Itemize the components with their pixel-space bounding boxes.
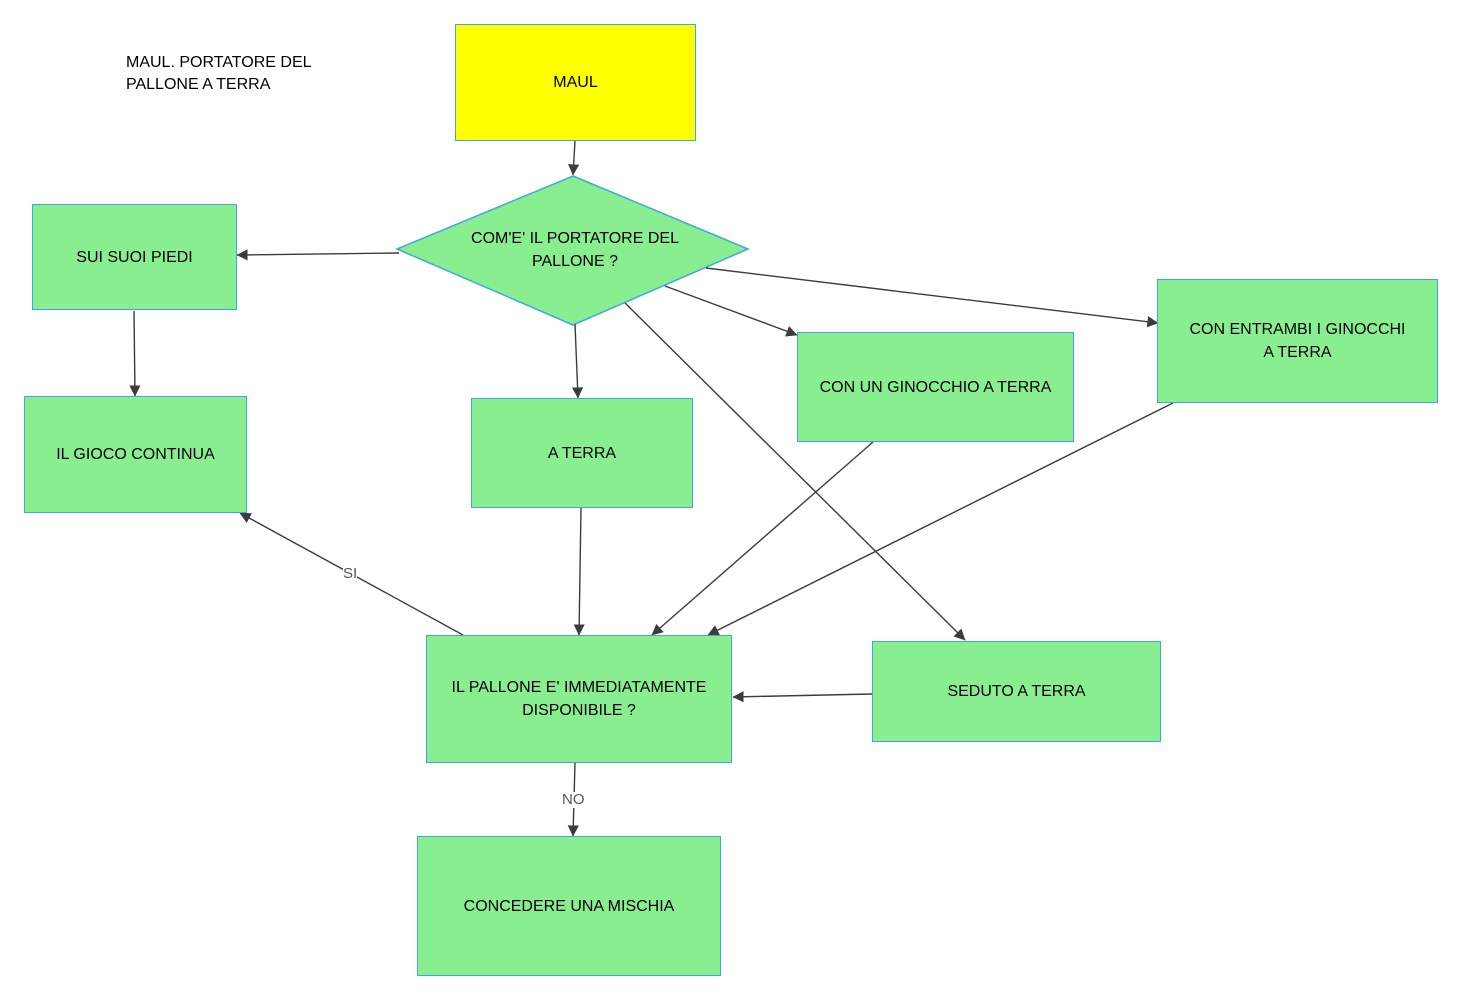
one-knee-label: CON UN GINOCCHIO A TERRA	[819, 378, 1052, 396]
ball-available-node: IL PALLONE E' IMMEDIATAMENTE DISPONIBILE…	[426, 635, 732, 763]
title-line-2: PALLONE A TERRA	[126, 76, 271, 93]
on-ground-label: A TERRA	[547, 444, 617, 462]
arrow-on-ground-to-available	[573, 507, 585, 636]
both-knees-node: CON ENTRAMBI I GINOCCHI A TERRA	[1157, 279, 1438, 403]
on-feet-label: SUI SUOI PIEDI	[76, 248, 193, 266]
question-label: COM'E' IL PORTATORE DEL PALLONE ?	[471, 230, 679, 270]
on-ground-node: A TERRA	[471, 398, 693, 508]
arrow-seated-to-available	[732, 691, 873, 703]
arrow-both-knees-to-available	[707, 402, 1174, 636]
decision-diamond	[395, 175, 750, 326]
one-knee-node: CON UN GINOCCHIO A TERRA	[797, 332, 1074, 442]
arrow-question-to-on-feet	[236, 249, 400, 261]
arrow-question-to-on-ground	[571, 323, 584, 399]
seated-label: SEDUTO A TERRA	[947, 683, 1086, 700]
game-continues-node: IL GIOCO CONTINUA	[24, 396, 247, 513]
seated-node: SEDUTO A TERRA	[872, 641, 1161, 742]
maul-node: MAUL	[455, 24, 696, 141]
ball-available-label: IL PALLONE E' IMMEDIATAMENTE DISPONIBILE…	[451, 679, 707, 719]
arrow-question-to-both-knees	[705, 267, 1159, 328]
diagram-title: MAUL. PORTATORE DEL PALLONE A TERRA	[126, 52, 312, 96]
arrow-one-knee-to-available	[651, 441, 874, 636]
maul-label: MAUL	[553, 74, 598, 91]
title-line-1: MAUL. PORTATORE DEL	[126, 54, 312, 71]
scrum-label: CONCEDERE UNA MISCHIA	[463, 897, 675, 915]
edge-label-yes: SI	[343, 565, 358, 582]
scrum-node: CONCEDERE UNA MISCHIA	[417, 836, 721, 976]
on-feet-node: SUI SUOI PIEDI	[32, 204, 237, 310]
game-continues-label: IL GIOCO CONTINUA	[56, 446, 215, 463]
both-knees-label: CON ENTRAMBI I GINOCCHI A TERRA	[1189, 321, 1406, 361]
arrow-on-feet-to-continue	[129, 310, 141, 397]
arrow-question-to-one-knee	[664, 285, 798, 337]
edge-label-no: NO	[562, 791, 585, 808]
arrow-question-to-seated	[624, 302, 966, 641]
arrow-maul-to-question	[568, 140, 580, 176]
question-node: COM'E' IL PORTATORE DEL PALLONE ?	[430, 222, 720, 278]
